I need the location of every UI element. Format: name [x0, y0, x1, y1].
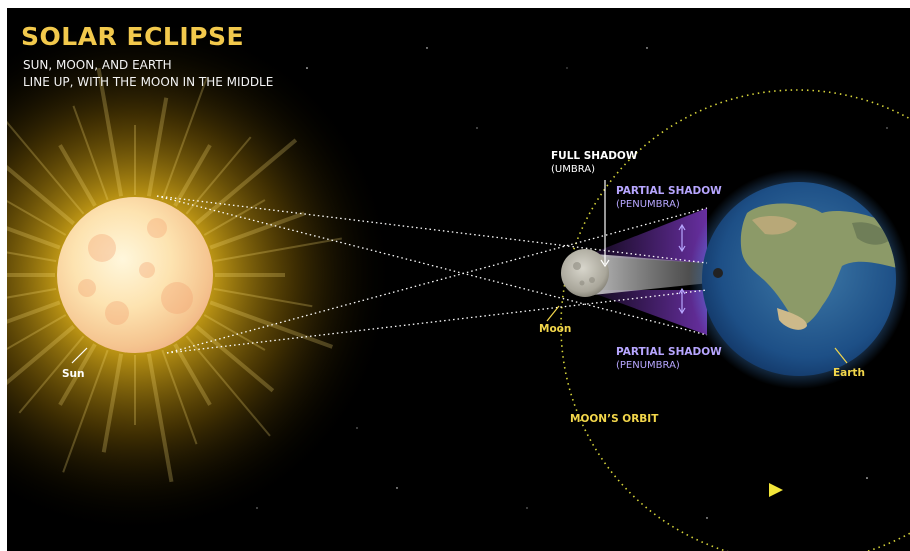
penumbra-upper-label: (PENUMBRA) [616, 199, 680, 210]
moons-orbit-label: MOON’S ORBIT [570, 413, 659, 425]
sun-ray [173, 144, 212, 207]
partial-shadow-upper-label: PARTIAL SHADOW [616, 185, 722, 197]
sun-ray [62, 349, 109, 473]
umbra-label: (UMBRA) [551, 164, 595, 175]
sun-ray [58, 343, 97, 406]
sun-ray [213, 287, 313, 308]
sun-ray [173, 343, 212, 406]
sun-ray [7, 324, 76, 386]
sun-ray [96, 67, 124, 197]
moon-craters [573, 262, 595, 286]
penumbra-upper [585, 208, 707, 263]
sun-ray [7, 251, 57, 263]
earth-continents [713, 203, 896, 330]
subtitle-line-2: LINE UP, WITH THE MOON IN THE MIDDLE [23, 75, 274, 89]
moon-orbit-path [560, 89, 910, 551]
sun-ray [194, 324, 275, 393]
sun-ray [7, 199, 67, 236]
sun-ray [146, 97, 169, 197]
sun-ray [101, 353, 124, 453]
diagram-title: SOLAR ECLIPSE [21, 22, 245, 51]
penumbra-lower-label: (PENUMBRA) [616, 360, 680, 371]
sun-ray [7, 287, 57, 299]
orbit-direction-arrow [769, 483, 783, 497]
sun-ray [161, 77, 208, 201]
partial-shadow-lower-label: PARTIAL SHADOW [616, 346, 722, 358]
sun-label: Sun [62, 368, 85, 380]
sun-ray [161, 349, 198, 445]
sun-rays [7, 67, 342, 483]
sun-ray [185, 136, 252, 215]
sun-ray [18, 335, 85, 414]
label-pointers [71, 180, 848, 364]
sun-ray [7, 226, 61, 250]
sun-ray [194, 138, 298, 226]
subtitle-line-1: SUN, MOON, AND EARTH [23, 58, 172, 72]
sun-ray [7, 164, 76, 226]
light-ray-lines [156, 195, 708, 354]
sun-ray [7, 120, 85, 215]
sun-ray [7, 314, 67, 351]
sun-ray [7, 300, 61, 324]
umbra-cone [583, 253, 719, 296]
sun-ray [185, 335, 271, 437]
sun-ray [58, 144, 97, 207]
sun-ray [213, 237, 342, 263]
sun-ray [209, 211, 305, 250]
sun-ray [203, 199, 266, 236]
sun-ray [203, 314, 266, 351]
eclipse-illustration [7, 8, 910, 551]
moon-label: Moon [539, 323, 572, 335]
diagram-canvas: SOLAR ECLIPSE SUN, MOON, AND EARTH LINE … [7, 8, 910, 551]
sun-icon [57, 197, 213, 353]
earth-label: Earth [833, 367, 865, 379]
sun-ray [72, 105, 109, 201]
full-shadow-label: FULL SHADOW [551, 150, 638, 162]
sun-ray [146, 353, 174, 483]
moon-icon [561, 249, 609, 297]
sun-texture [78, 218, 193, 325]
